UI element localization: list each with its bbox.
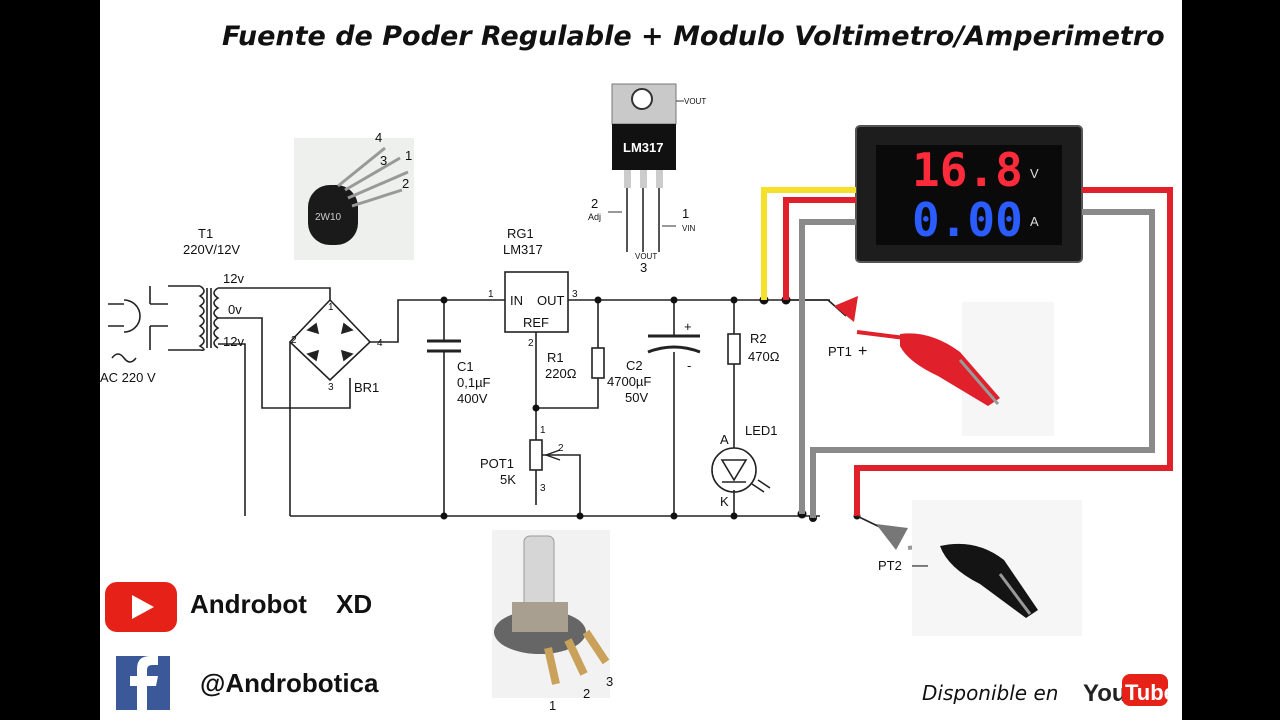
bridge-photo-pin4: 4 <box>375 130 382 145</box>
bridge-photo-pin2: 2 <box>402 176 409 191</box>
meter-current-readout: 0.00 <box>912 193 1023 247</box>
pt2-label: PT2 <box>878 558 902 573</box>
facebook-handle: @Androbotica <box>200 668 379 698</box>
lm317-pin-vin: 1 <box>682 206 689 221</box>
lm317-photo-marking: LM317 <box>623 140 663 155</box>
youtube-channel-name: Androbot <box>190 589 307 619</box>
regulator-pin1: 1 <box>488 289 494 300</box>
pot-wiper-arrow <box>543 449 561 461</box>
pot-photo-pin2: 2 <box>583 686 590 701</box>
bridge-rectifier-symbol <box>288 298 372 382</box>
meter-volt-unit: V <box>1030 166 1039 181</box>
diagram-title: Fuente de Poder Regulable + Modulo Volti… <box>222 21 1165 52</box>
potentiometer-photo <box>492 530 610 698</box>
pt1-cord <box>856 330 906 340</box>
lm317-vout-bottom: VOUT <box>635 252 657 261</box>
r2-value: 470Ω <box>748 349 780 364</box>
youtube-icon <box>105 582 177 632</box>
bridge-rectifier-photo: 2W10 <box>294 138 414 260</box>
ac-source-label: AC 220 V <box>100 370 156 385</box>
pt2-sign: — <box>912 557 928 574</box>
r1-value: 220Ω <box>545 366 577 381</box>
lm317-vin-label: VIN <box>682 224 696 233</box>
black-alligator-clip-icon <box>912 500 1082 636</box>
c2-plus: + <box>684 319 692 334</box>
led-cathode: K <box>720 494 729 509</box>
regulator-part: LM317 <box>503 242 543 257</box>
transformer-rating: 220V/12V <box>183 242 240 257</box>
transformer-symbol <box>198 285 220 351</box>
c1-value: 0,1µF <box>457 375 491 390</box>
facebook-icon <box>116 656 170 710</box>
pot-photo-pin3: 3 <box>606 674 613 689</box>
pot-ref: POT1 <box>480 456 514 471</box>
youtube-logo-icon: You Tube <box>1083 674 1176 707</box>
transformer-ref: T1 <box>198 226 213 241</box>
c2-minus: - <box>687 358 691 373</box>
pt1-arrow-icon <box>834 296 858 322</box>
regulator-pin2: 2 <box>528 338 534 349</box>
bridge-part-marking: 2W10 <box>315 212 342 223</box>
tap-top-label: 12v <box>223 271 244 286</box>
r1-ref: R1 <box>547 350 564 365</box>
youtube-logo-you: You <box>1083 680 1127 707</box>
bridge-pin4: 4 <box>377 338 383 349</box>
c1-symbol <box>427 339 461 353</box>
c1-voltage: 400V <box>457 391 488 406</box>
meter-amp-unit: A <box>1030 214 1039 229</box>
c1-ref: C1 <box>457 359 474 374</box>
pt1-label: PT1 <box>828 344 852 359</box>
bridge-photo-pin3: 3 <box>380 153 387 168</box>
meter-wires <box>761 187 1173 518</box>
pt2-arrow-icon <box>876 524 908 550</box>
c2-symbol <box>647 334 701 354</box>
bridge-ref: BR1 <box>354 380 379 395</box>
meter-module <box>855 125 1083 263</box>
red-alligator-clip-icon <box>900 302 1054 436</box>
pot-symbol <box>529 439 543 471</box>
pot-photo-pin1: 1 <box>549 698 556 713</box>
c2-voltage: 50V <box>625 390 648 405</box>
pot-value: 5K <box>500 472 516 487</box>
tap-mid-label: 0v <box>228 302 242 317</box>
c2-ref: C2 <box>626 358 643 373</box>
led-anode: A <box>720 432 729 447</box>
regulator-ref: RG1 <box>507 226 534 241</box>
bridge-photo-pin1: 1 <box>405 148 412 163</box>
youtube-logo-tube: Tube <box>1125 680 1176 705</box>
regulator-pin3: 3 <box>572 289 578 300</box>
ac-plug-symbol <box>108 299 141 363</box>
junction-dots <box>440 295 861 522</box>
youtube-channel-suffix: XD <box>336 589 372 619</box>
pot-pin2: 2 <box>558 443 564 454</box>
regulator-out-label: OUT <box>537 293 565 308</box>
lm317-adj-label: Adj <box>588 212 601 222</box>
r2-symbol <box>727 333 741 365</box>
bridge-pin1: 1 <box>328 302 334 313</box>
pot-pin1: 1 <box>540 425 546 436</box>
regulator-symbol <box>504 271 569 333</box>
lm317-vout-label: VOUT <box>684 97 706 106</box>
c2-value: 4700µF <box>607 374 651 389</box>
pt1-sign: + <box>858 343 867 360</box>
regulator-in-label: IN <box>510 293 523 308</box>
meter-voltage-readout: 16.8 <box>912 143 1023 197</box>
r2-ref: R2 <box>750 331 767 346</box>
available-on-text: Disponible en <box>922 681 1058 705</box>
lm317-pin-adj: 2 <box>591 196 598 211</box>
led-symbol <box>711 447 771 493</box>
bridge-pin2: 2 <box>291 335 297 346</box>
tap-bottom-label: 12v <box>223 334 244 349</box>
led-ref: LED1 <box>745 423 778 438</box>
r1-symbol <box>591 347 605 379</box>
lm317-photo <box>608 83 684 252</box>
regulator-ref-label: REF <box>523 315 549 330</box>
lm317-pin-vout: 3 <box>640 260 647 275</box>
bridge-pin3: 3 <box>328 382 334 393</box>
pot-pin3: 3 <box>540 483 546 494</box>
